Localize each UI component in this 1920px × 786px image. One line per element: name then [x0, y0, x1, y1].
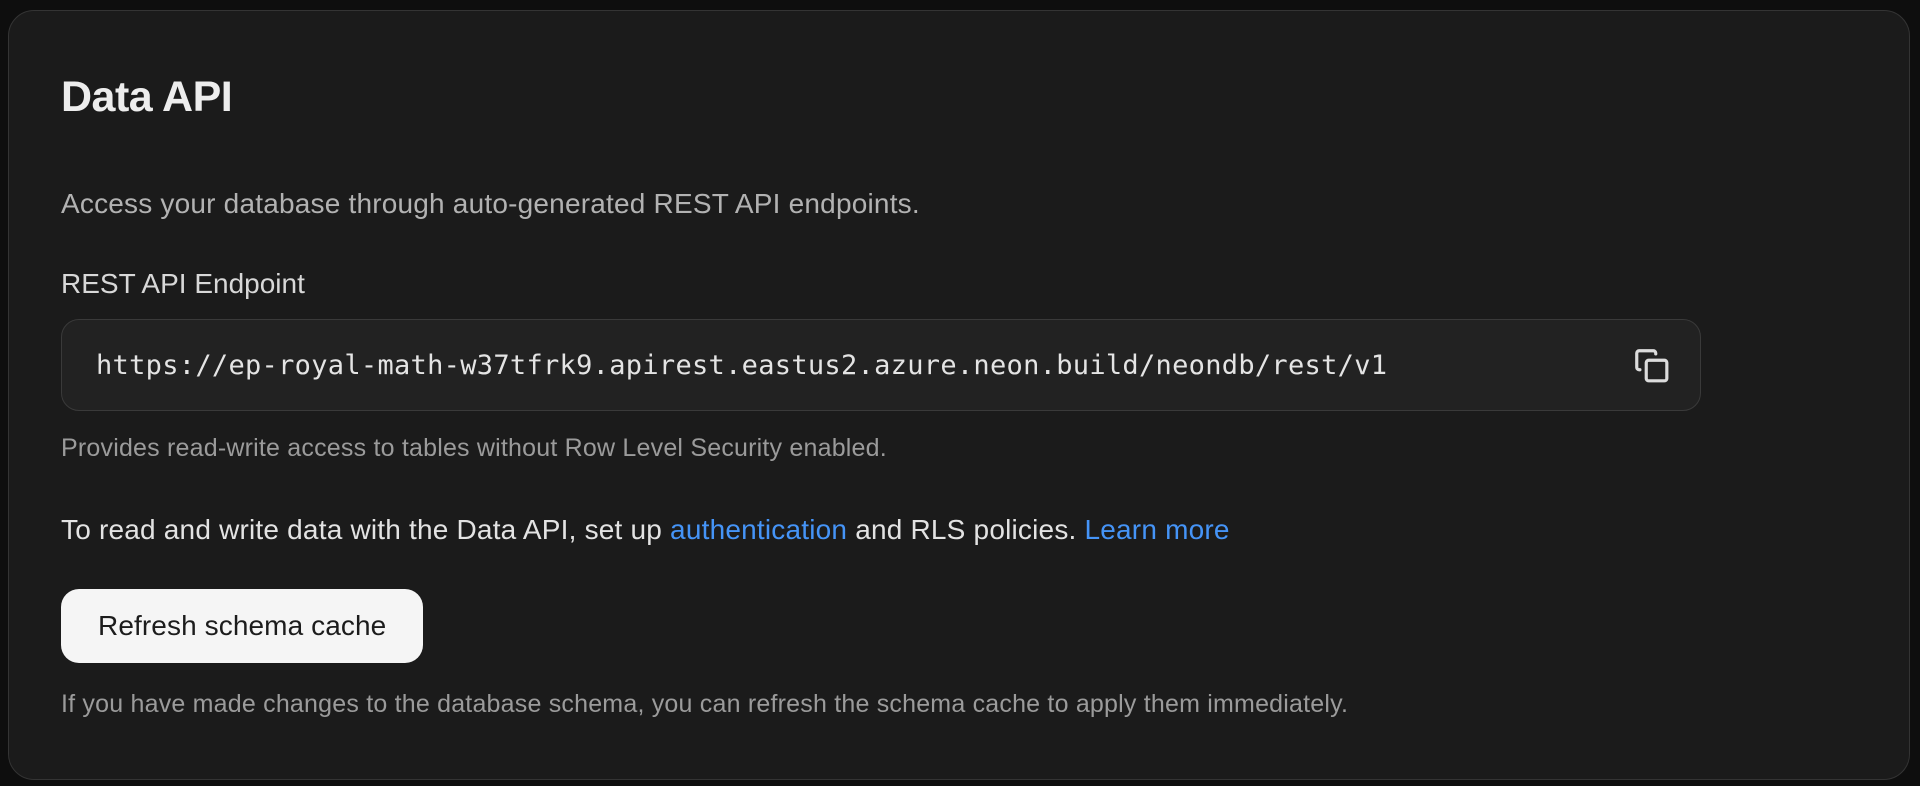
endpoint-url-field[interactable]: https://ep-royal-math-w37tfrk9.apirest.e…: [61, 319, 1701, 411]
data-api-card: Data API Access your database through au…: [8, 10, 1910, 780]
page-description: Access your database through auto-genera…: [61, 188, 920, 219]
rls-note-prefix: To read and write data with the Data API…: [61, 514, 671, 545]
copy-button[interactable]: [1624, 338, 1678, 392]
rls-note: To read and write data with the Data API…: [61, 513, 1857, 547]
refresh-schema-cache-button[interactable]: Refresh schema cache: [61, 589, 424, 663]
rls-note-middle: and RLS policies.: [847, 514, 1085, 545]
page-title: Data API: [61, 73, 233, 121]
endpoint-url: https://ep-royal-math-w37tfrk9.apirest.e…: [96, 349, 1388, 381]
learn-more-link[interactable]: Learn more: [1084, 514, 1230, 545]
endpoint-label: REST API Endpoint: [61, 268, 305, 299]
authentication-link[interactable]: authentication: [670, 514, 848, 545]
refresh-helper: If you have made changes to the database…: [61, 690, 1349, 718]
endpoint-helper: Provides read-write access to tables wit…: [61, 434, 887, 462]
copy-icon: [1635, 349, 1669, 383]
